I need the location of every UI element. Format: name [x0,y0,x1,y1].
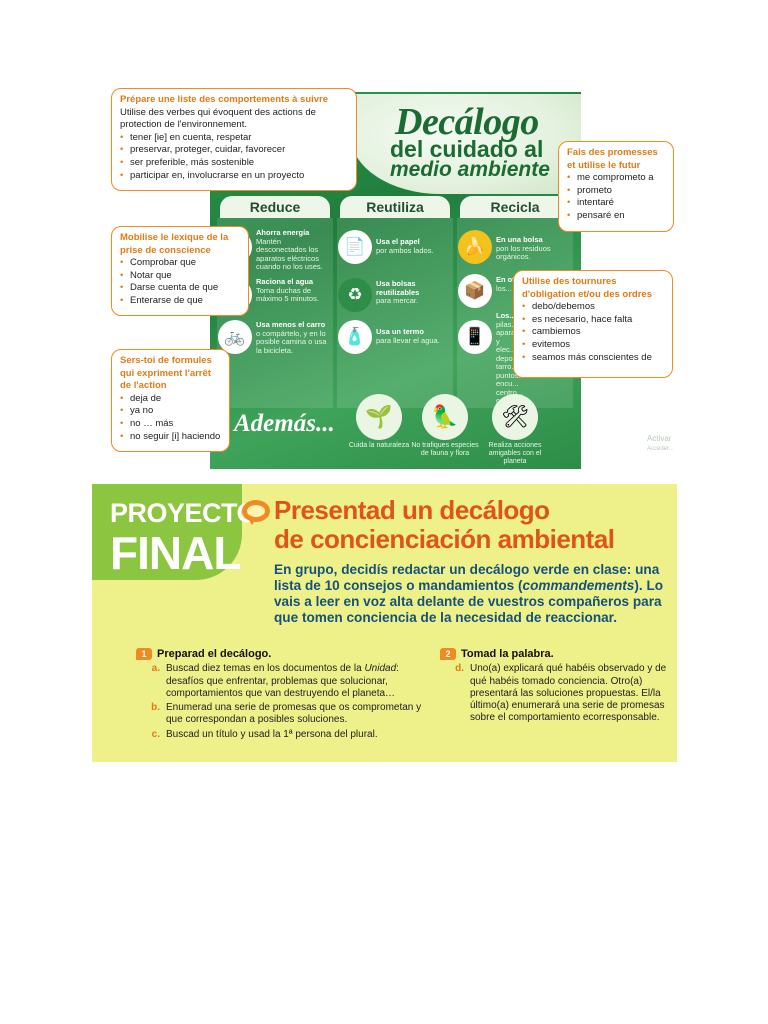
phone-icon: 📱 [458,320,492,354]
proyecto-title-line-2: de concienciación ambiental [274,524,615,554]
thermos-icon: 🧴 [338,320,372,354]
plant-icon: 🌱 [356,394,402,440]
column-header-reutiliza: Reutiliza [340,196,450,218]
task-a: a.Buscad diez temas en los documentos de… [151,663,399,699]
proyecto-final-tab: PROYECTO FINAL [92,484,258,580]
list-item: Darse cuenta de que [120,282,240,295]
callout-promesses-title: Fais des promesses et utilise le futur [567,147,658,171]
speech-bubble-icon [242,500,270,525]
callout-prepare-title: Prépare une liste des comportements à su… [120,94,329,105]
callout-prepare-intro: Utilise des verbes qui évoquent des acti… [120,106,316,131]
list-item: evitemos [522,339,664,352]
bicycle-icon: 🚲 [218,320,252,354]
poster-title: Decálogo [395,101,539,143]
step-number: 1 [136,648,152,661]
list-item: Enterarse de que [120,295,240,308]
list-item: Notar que [120,270,240,283]
list-item: no seguir [i] haciendo [120,431,221,444]
task-d: d.Uno(a) explicará qué habéis observado … [455,663,667,724]
list-item: preservar, proteger, cuidar, favorecer [120,144,348,157]
list-item: cambiemos [522,326,664,339]
list-item: seamos más conscientes de [522,352,664,365]
recycle-bag-icon: ♻ [338,278,372,312]
list-item: deja de [120,393,221,406]
ademas-heading: Además... [234,410,335,437]
watermark-text-2: Acceder... [647,446,674,452]
bottom-item-3: Realiza acciones amigables con el planet… [488,442,542,465]
poster-subtitle-2: medio ambiente [390,158,550,181]
callout-promesses: Fais des promesses et utilise le futur m… [558,141,674,232]
list-item: es necesario, hace falta [522,314,664,327]
list-item: tener [ie] en cuenta, respetar [120,132,348,145]
box-icon: 📦 [458,274,492,308]
decalogo-poster: Decálogo del cuidado al medio ambiente R… [210,92,581,469]
proyecto-label: PROYECTO [110,498,258,528]
proyecto-final-panel: PROYECTO FINAL Presentad un decálogo de … [92,484,677,762]
parrot-icon: 🦜 [422,394,468,440]
list-item: ya no [120,405,221,418]
list-item: debo/debemos [522,301,664,314]
proyecto-title: Presentad un decálogo de concienciación … [274,496,615,554]
step-number: 2 [440,648,456,661]
column-header-reduce: Reduce [220,196,330,218]
task-b: b.Enumerad una serie de promesas que os … [151,702,422,726]
list-item: ser preferible, más sostenible [120,157,348,170]
list-item: me comprometo a [567,172,665,185]
task-c: c.Buscad un título y usad la 1ª persona … [151,728,378,740]
tools-icon: 🛠 [492,394,538,440]
callout-tournures: Utilise des tournures d'obligation et/ou… [513,270,673,378]
list-item: participar en, involucrarse en un proyec… [120,170,348,183]
callout-mobilise: Mobilise le lexique de la prise de consc… [111,226,249,316]
poster-subtitle-1: del cuidado al [390,136,544,162]
list-item: Comprobar que [120,257,240,270]
list-item: intentaré [567,197,665,210]
list-item: pensaré en [567,210,665,223]
callout-prepare: Prépare une liste des comportements à su… [111,88,357,191]
paper-icon: 📄 [338,230,372,264]
callout-sers-toi-title: Sers-toi de formules qui expriment l'arr… [120,355,212,392]
recicla-item-3: Los...pilas... aparatos y elec... deposi… [496,311,526,404]
proyecto-intro: En grupo, decidís redactar un decálogo v… [274,562,664,625]
callout-sers-toi: Sers-toi de formules qui expriment l'arr… [111,349,230,452]
bottom-item-1: Cuida la naturaleza [348,442,410,449]
proyecto-title-line-1: Presentad un decálogo [274,495,550,525]
banana-icon: 🍌 [458,230,492,264]
list-item: no … más [120,418,221,431]
watermark-text: Activar [647,434,672,443]
callout-tournures-title: Utilise des tournures d'obligation et/ou… [522,276,652,300]
callout-mobilise-title: Mobilise le lexique de la prise de consc… [120,232,229,256]
bottom-item-2: No trafiques especies de fauna y flora [411,442,479,457]
poster-title-box [350,94,581,194]
column-header-recicla: Recicla [460,196,570,218]
final-label: FINAL [110,527,241,579]
list-item: prometo [567,185,665,198]
